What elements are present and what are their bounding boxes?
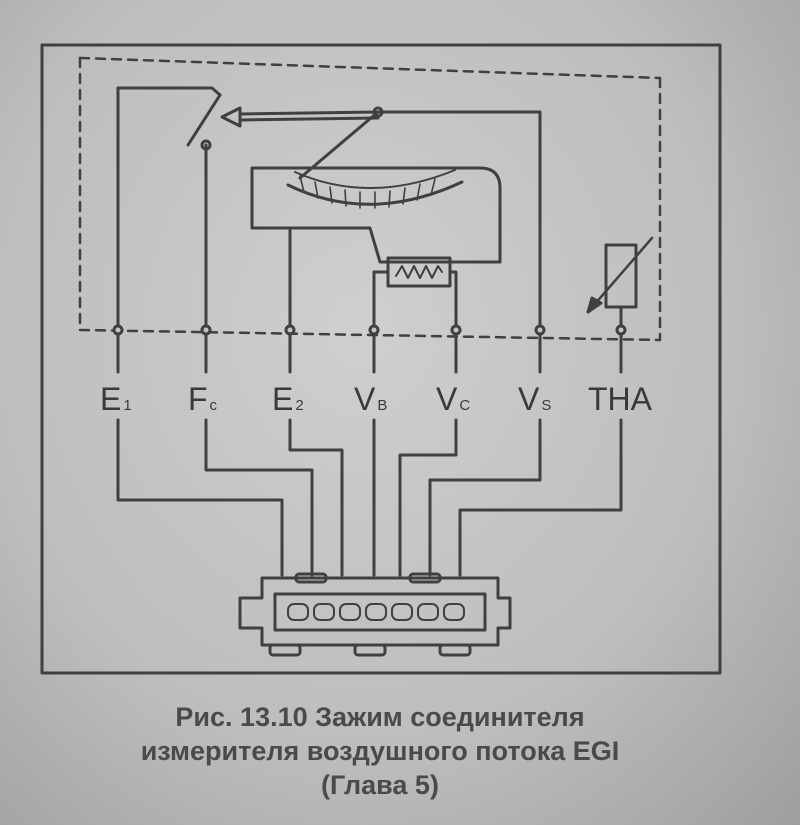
thermistor-arrow (586, 236, 654, 314)
airflow-meter-connector-diagram: E1 Fc E2 VB VC VS THA (40, 43, 722, 675)
terminal-posts (112, 324, 627, 374)
thermistor-body (604, 243, 638, 309)
wiper-arm (298, 110, 380, 180)
harness-wires (116, 418, 623, 577)
caption-line-3: (Глава 5) (321, 770, 439, 800)
caption-line-2: измерителя воздушного потока EGI (140, 736, 620, 766)
wire-vs-top (376, 110, 542, 332)
caption-line-1: Рис. 13.10 Зажим соединителя (175, 702, 585, 732)
wire-e1-top (116, 86, 222, 332)
push-rod (238, 110, 380, 116)
thermistor-arrow-head-icon (586, 296, 603, 314)
resistive-arc-inner (294, 169, 456, 189)
resistor-zigzag-icon (395, 265, 443, 279)
wire-vb-top (372, 270, 390, 332)
meter-housing-boundary (78, 56, 662, 342)
push-rod-arrow-icon (220, 106, 242, 128)
push-rod-lower (238, 116, 380, 122)
resistive-arc (286, 180, 464, 206)
figure-caption: Рис. 13.10 Зажим соединителя измерителя … (60, 700, 700, 802)
wire-vc-top (448, 270, 458, 332)
terminal-label-tha: THA (588, 381, 653, 417)
switch-arm (186, 93, 222, 147)
connector-plug (238, 572, 512, 657)
potentiometer-housing (250, 166, 502, 264)
outer-frame (40, 43, 722, 675)
